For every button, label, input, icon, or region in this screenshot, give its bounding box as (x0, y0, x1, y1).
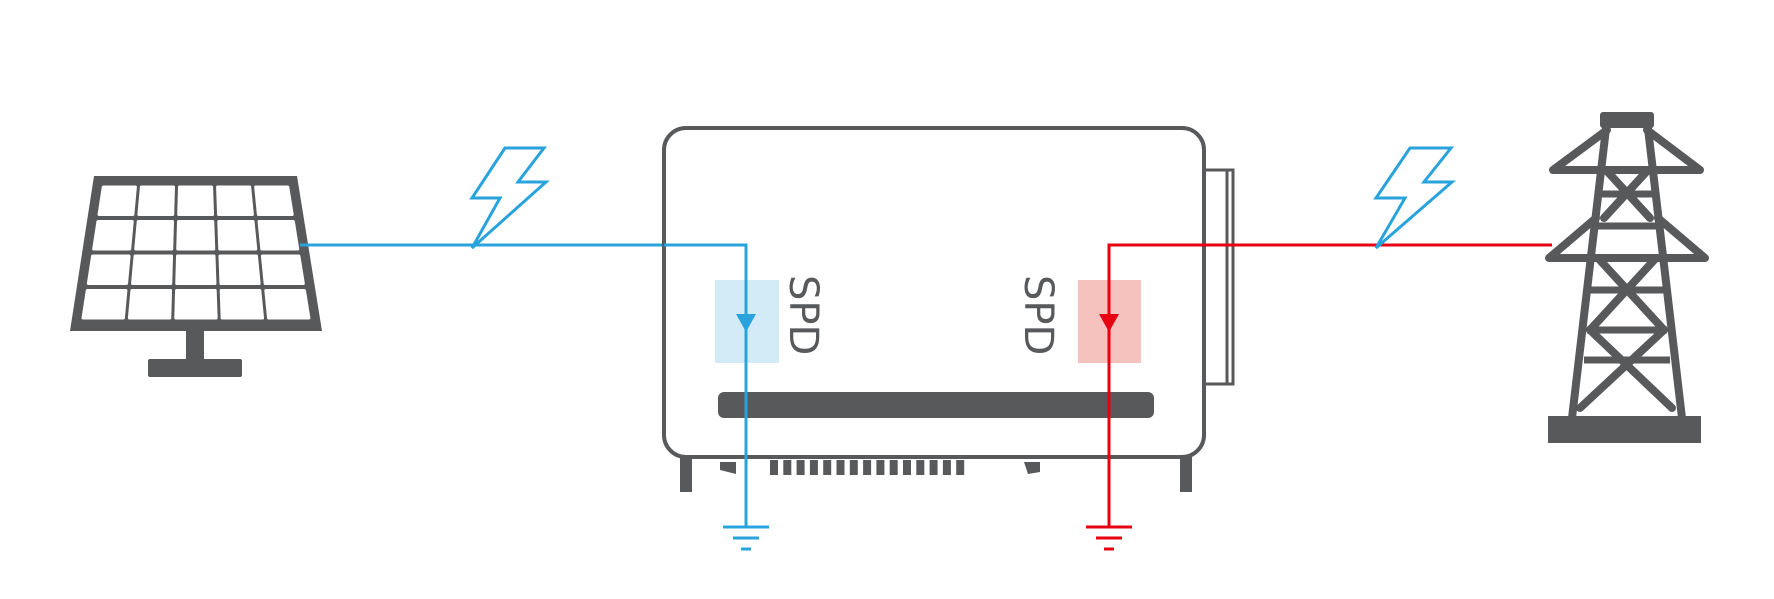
solar-cell (257, 220, 300, 251)
solar-cell (176, 220, 216, 251)
dc-arrow-icon (736, 314, 756, 332)
solar-cell (219, 289, 265, 320)
solar-cell (254, 185, 294, 216)
lightning-bolt-icon (1373, 146, 1457, 250)
solar-cell (175, 254, 217, 285)
inverter-terminal (809, 460, 818, 475)
inverter-terminal (823, 460, 832, 475)
inverter-terminal (942, 460, 951, 475)
solar-cell (127, 289, 173, 320)
ground-icon (723, 525, 769, 551)
inverter-terminals (770, 460, 965, 475)
inverter-terminal (929, 460, 938, 475)
ac-wiring (1107, 243, 1552, 527)
inverter-terminal (956, 460, 965, 475)
solar-cell (174, 289, 218, 320)
solar-cell (264, 289, 311, 320)
inverter-terminal (916, 460, 925, 475)
solar-cell (218, 254, 261, 285)
ground-icon (1086, 525, 1132, 551)
transmission-tower-icon (1545, 112, 1709, 443)
solar-cell (81, 289, 128, 320)
inverter-terminal (783, 460, 792, 475)
solar-cell (217, 220, 258, 251)
solar-cell (134, 220, 175, 251)
inverter-terminal (876, 460, 885, 475)
solar-cell (216, 185, 254, 216)
ac-spd-label: SPD (1015, 275, 1061, 355)
dc-line-through-inverter (664, 243, 748, 527)
solar-panel-icon (70, 176, 322, 377)
dc-spd-label: SPD (780, 275, 826, 355)
solar-cell (131, 254, 174, 285)
inverter-terminal (903, 460, 911, 475)
solar-panel-cells (81, 185, 311, 320)
solar-cell (260, 254, 305, 285)
solar-cell (137, 185, 175, 216)
inverter-terminal (849, 460, 858, 475)
inverter-terminal (889, 460, 898, 475)
solar-cell (92, 220, 134, 251)
inverter-terminal (770, 460, 778, 475)
inverter-terminal (836, 460, 845, 475)
solar-cell (97, 185, 137, 216)
lightning-bolt-icon (469, 146, 550, 250)
solar-cell (177, 185, 215, 216)
ac-arrow-icon (1099, 314, 1119, 332)
solar-cell (86, 254, 131, 285)
inverter-terminal (863, 460, 872, 475)
inverter-icon (662, 126, 1235, 492)
inverter-terminal (796, 460, 805, 475)
